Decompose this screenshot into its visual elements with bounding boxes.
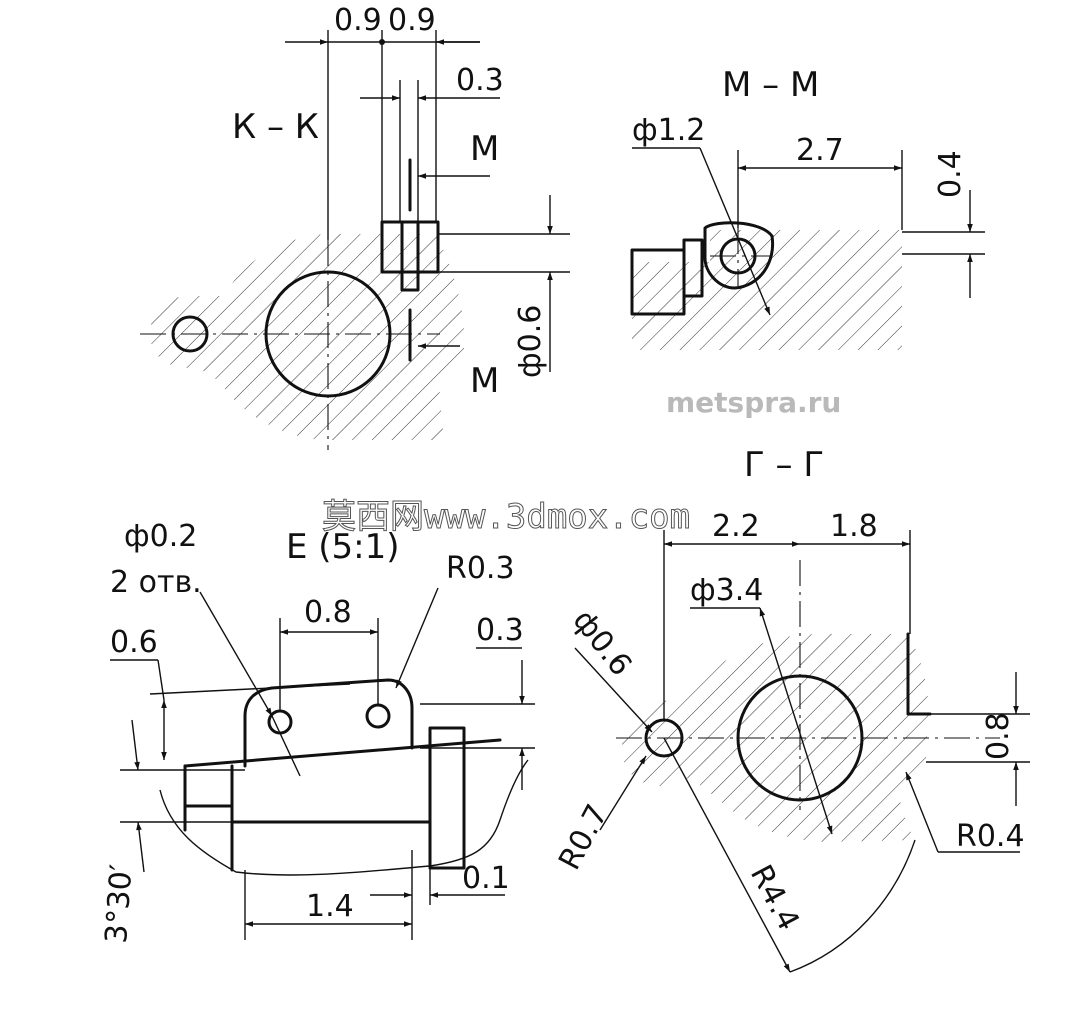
gg-dim-diam-3.4: ф3.4 (690, 573, 763, 608)
gg-dim-diam-0.6: ф0.6 (566, 603, 639, 682)
gg-title: Г – Г (744, 445, 824, 485)
kk-body (150, 234, 464, 440)
e-dim-angle: 3°30′ (99, 863, 139, 945)
e-hole-right (365, 703, 391, 729)
watermark-metspra: metspra.ru (666, 386, 841, 419)
e-bracket (243, 678, 414, 768)
view-kk: К – К 0.9 0.9 0.3 М М ф0.6 (140, 3, 570, 450)
watermark-3dmox: 莫西网www.3dmox.com (322, 497, 690, 537)
e-dim-diam-0.2: ф0.2 (124, 519, 197, 554)
e-dim-2-holes: 2 отв. (110, 565, 202, 600)
gg-dim-r0.4: R0.4 (956, 819, 1025, 854)
kk-section-mark-bottom: М (470, 361, 499, 401)
e-dim-0.6: 0.6 (110, 625, 158, 660)
mm-dim-0.4: 0.4 (933, 150, 968, 198)
view-e: Е (5:1) ф0.2 2 отв. R0.3 0.8 0.6 0.3 3°3… (99, 519, 535, 945)
kk-dim-0.3: 0.3 (456, 63, 504, 98)
view-mm: М – М ф1.2 2.7 0.4 (630, 65, 985, 350)
kk-dim-0.9-left: 0.9 (334, 3, 382, 38)
mm-title: М – М (722, 65, 819, 105)
kk-title: К – К (232, 107, 319, 147)
kk-dim-diam-0.6: ф0.6 (513, 305, 548, 378)
kk-pin-slot (400, 220, 420, 292)
mm-body (632, 230, 902, 350)
e-dim-0.8: 0.8 (304, 595, 352, 630)
kk-section-mark-top: М (470, 129, 499, 169)
gg-dim-r4.4: R4.4 (743, 859, 806, 936)
gg-dim-r0.7: R0.7 (552, 799, 615, 876)
gg-dim-1.8: 1.8 (830, 509, 878, 544)
e-dim-0.3: 0.3 (476, 613, 524, 648)
e-dim-1.4: 1.4 (306, 889, 354, 924)
mm-dim-diam-1.2: ф1.2 (632, 113, 705, 148)
kk-dim-0.9-right: 0.9 (388, 3, 436, 38)
e-title: Е (5:1) (286, 527, 400, 567)
gg-dim-0.8: 0.8 (981, 712, 1016, 760)
e-dim-r0.3: R0.3 (446, 551, 515, 586)
e-hole-left (267, 709, 293, 735)
gg-dim-2.2: 2.2 (712, 509, 760, 544)
mm-dim-2.7: 2.7 (796, 133, 844, 168)
e-dim-0.1: 0.1 (462, 861, 510, 896)
